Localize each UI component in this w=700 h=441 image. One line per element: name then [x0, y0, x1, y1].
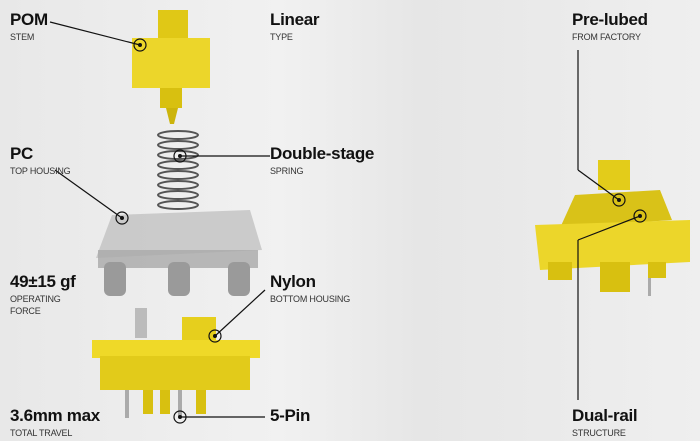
label-title: PC	[10, 144, 34, 163]
bottom-housing-part	[92, 308, 260, 418]
label-subtitle: STEM	[10, 32, 35, 42]
label-top-housing: PC TOP HOUSING	[10, 144, 71, 177]
label-operating-force: 49±15 gf OPERATING FORCE	[10, 272, 80, 317]
label-subtitle: TYPE	[270, 32, 293, 42]
label-subtitle: FROM FACTORY	[572, 32, 641, 42]
label-stem: POM STEM	[10, 10, 48, 43]
label-subtitle: OPERATING FORCE	[10, 294, 61, 316]
label-title: POM	[10, 10, 48, 29]
label-title: 49±15 gf	[10, 272, 76, 291]
label-subtitle: SPRING	[270, 166, 304, 176]
label-title: Nylon	[270, 272, 316, 291]
label-subtitle: STRUCTURE	[572, 428, 626, 438]
leader-lines	[49, 21, 647, 424]
label-title: Double-stage	[270, 144, 375, 163]
assembled-switch	[535, 160, 690, 296]
label-title: Linear	[270, 10, 320, 29]
label-title: Pre-lubed	[572, 10, 648, 29]
label-subtitle: BOTTOM HOUSING	[270, 294, 351, 304]
label-title: 3.6mm max	[10, 406, 100, 425]
label-title: 5-Pin	[270, 406, 311, 425]
top-housing-part	[96, 210, 262, 296]
label-title: Dual-rail	[572, 406, 638, 425]
stem-part	[132, 10, 210, 124]
label-subtitle: TOTAL TRAVEL	[10, 428, 73, 438]
spring-part	[157, 130, 199, 210]
label-subtitle: TOP HOUSING	[10, 166, 71, 176]
label-pins: 5-Pin	[270, 406, 310, 425]
